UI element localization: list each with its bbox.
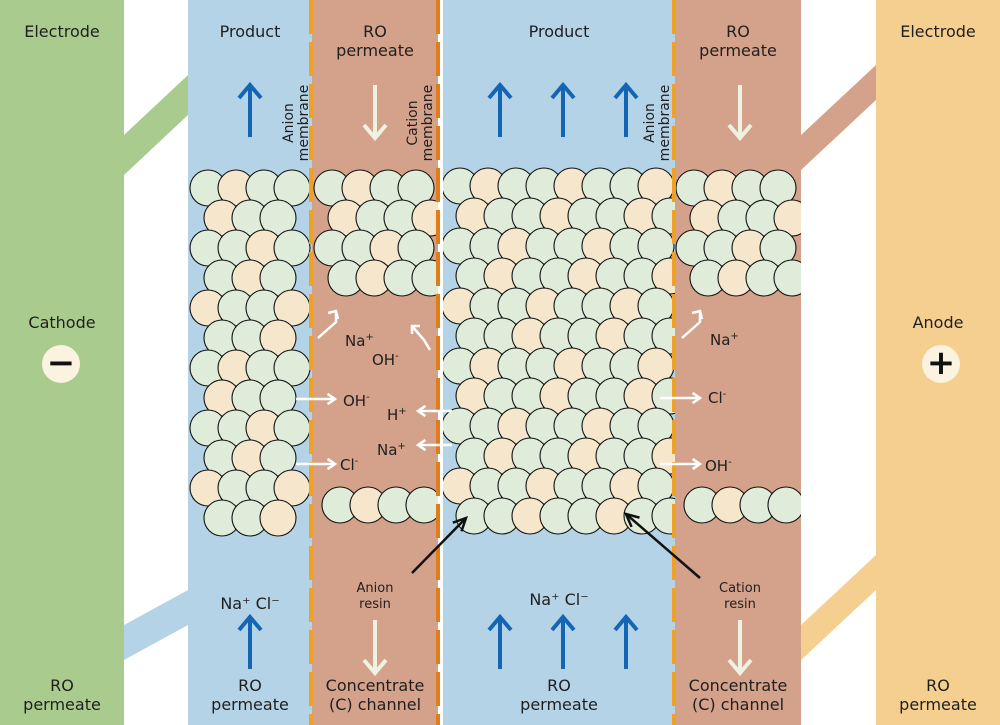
down-arrow-head <box>727 123 753 142</box>
ion-oh-conc-left: OH- <box>343 392 370 410</box>
resin-bed-product-center <box>443 167 675 535</box>
resin-bed-concentrate-right-bottom <box>683 486 801 524</box>
cation-resin-bead <box>259 499 297 537</box>
up-arrow-head <box>487 81 513 100</box>
plus-icon: + <box>922 345 960 383</box>
resin-bed-product-left <box>189 169 311 537</box>
up-arrow-head <box>237 613 263 632</box>
pointer-cation-resin <box>623 512 701 579</box>
up-arrow-head <box>613 81 639 100</box>
conc-left-feed-title: RO permeate <box>336 22 414 61</box>
resin-bed-concentrate-left-top <box>313 169 438 297</box>
ion-na-conc-left-2: Na+ <box>377 441 406 459</box>
electrode-connector-bottom-right <box>801 555 876 660</box>
down-arrow-head <box>362 123 388 142</box>
minus-icon: − <box>42 345 80 383</box>
anion-resin-bead <box>651 497 675 535</box>
cation-membrane-label: Cation membrane <box>405 84 437 162</box>
resin-bed-concentrate-right-top <box>675 169 801 297</box>
arrow-na-bounce-left-head <box>327 309 340 320</box>
electrode-connector-top-left <box>124 75 188 175</box>
anion-resin-bead <box>405 486 438 524</box>
up-arrow-head <box>237 81 263 100</box>
arrow-cl-to-concentrate <box>296 457 338 471</box>
concentrate-connector-top-right <box>801 65 876 170</box>
conc-right-feed-title: RO permeate <box>699 22 777 61</box>
conc-left-outlet-label: Concentrate (C) channel <box>325 676 425 715</box>
pointer-shaft <box>625 513 701 579</box>
product-left-inlet-ions: Na⁺ Cl⁻ <box>220 594 280 613</box>
cathode-label: Cathode <box>28 313 96 332</box>
left-electrode-feed: RO permeate <box>23 676 101 715</box>
up-arrow-head <box>550 613 576 632</box>
product-center-title: Product <box>528 22 590 41</box>
ion-arrow-head <box>415 404 427 418</box>
arrow-na-to-concentrate <box>415 438 452 452</box>
pointer-head <box>623 512 640 528</box>
anion-resin-bead <box>767 486 801 524</box>
arrow-oh-to-concentrate-right <box>660 457 703 471</box>
product-left-title: Product <box>219 22 281 41</box>
ion-arrow-head <box>415 438 427 452</box>
down-arrow-head <box>362 658 388 677</box>
up-arrow-head <box>550 81 576 100</box>
down-arrow-icon <box>727 85 753 142</box>
product-left-feed: RO permeate <box>211 676 289 715</box>
down-arrow-icon <box>727 620 753 677</box>
arrow-cl-to-concentrate-right <box>660 391 703 405</box>
down-arrow-icon <box>362 620 388 677</box>
product-center-inlet-ions: Na⁺ Cl⁻ <box>529 590 589 609</box>
ion-arrow-head <box>326 392 338 406</box>
ion-arrow-head <box>691 391 703 405</box>
ion-oh-conc-left-top: OH- <box>372 351 399 369</box>
resin-bed-concentrate-left-bottom <box>321 486 438 524</box>
ion-oh-conc-right: OH- <box>705 457 732 475</box>
arrow-h-to-concentrate <box>415 404 452 418</box>
up-arrow-icon <box>613 81 639 137</box>
anion-resin-bead <box>411 259 438 297</box>
pointer-head <box>452 515 469 532</box>
right-electrode-feed: RO permeate <box>899 676 977 715</box>
up-arrow-icon <box>487 81 513 137</box>
down-arrow-head <box>727 658 753 677</box>
up-arrow-icon <box>237 81 263 137</box>
ion-cl-conc-right: Cl- <box>708 389 727 407</box>
ion-arrow-head <box>691 457 703 471</box>
ion-arrow-head <box>326 457 338 471</box>
anion-resin-bead <box>773 259 801 297</box>
conc-right-outlet-label: Concentrate (C) channel <box>688 676 788 715</box>
pointer-shaft <box>411 517 467 574</box>
up-arrow-head <box>487 613 513 632</box>
anion-membrane-right-label: Anion membrane <box>642 84 674 162</box>
up-arrow-icon <box>550 613 576 669</box>
arrow-oh-bounce-left <box>411 325 432 351</box>
up-arrow-head <box>613 613 639 632</box>
cation-resin-label: Cation resin <box>719 581 761 612</box>
anion-membrane-left-label: Anion membrane <box>281 84 313 162</box>
ion-na-conc-right: Na+ <box>710 331 739 349</box>
pointer-anion-resin <box>411 515 469 574</box>
up-arrow-icon <box>487 613 513 669</box>
up-arrow-icon <box>237 613 263 669</box>
arrow-oh-bounce-left-head <box>410 324 420 334</box>
product-center-feed: RO permeate <box>520 676 598 715</box>
anion-resin-label: Anion resin <box>356 581 394 612</box>
arrow-na-bounce-right-head <box>691 309 704 320</box>
product-connector-bottom-left <box>124 590 188 660</box>
down-arrow-icon <box>362 85 388 142</box>
up-arrow-icon <box>550 81 576 137</box>
arrow-oh-to-concentrate <box>296 392 338 406</box>
ion-na-conc-left: Na+ <box>345 332 374 350</box>
ion-cl-conc-left: Cl- <box>340 456 359 474</box>
left-electrode-title: Electrode <box>24 22 100 41</box>
anode-label: Anode <box>912 313 964 332</box>
right-electrode-title: Electrode <box>900 22 976 41</box>
up-arrow-icon <box>613 613 639 669</box>
ion-h-conc-left: H+ <box>387 406 407 424</box>
